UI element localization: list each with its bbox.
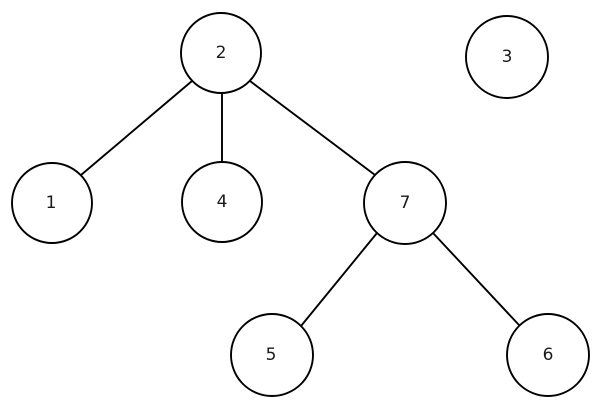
graph-node-5[interactable]: 5 [230, 313, 314, 397]
graph-node-4[interactable]: 4 [181, 161, 263, 243]
node-circle-2[interactable] [180, 12, 262, 94]
graph-edge-7-6 [432, 232, 520, 326]
graph-edge-2-1 [80, 80, 193, 176]
graph-edge-7-5 [300, 232, 378, 327]
node-circle-3[interactable] [465, 15, 549, 99]
graph-edge-2-7 [249, 80, 376, 176]
edge-layer [80, 80, 520, 327]
node-circle-4[interactable] [181, 161, 263, 243]
graph-node-7[interactable]: 7 [363, 161, 447, 245]
node-circle-6[interactable] [506, 313, 590, 397]
graph-node-3[interactable]: 3 [465, 15, 549, 99]
graph-node-2[interactable]: 2 [180, 12, 262, 94]
graph-node-6[interactable]: 6 [506, 313, 590, 397]
node-circle-7[interactable] [363, 161, 447, 245]
graph-node-1[interactable]: 1 [11, 162, 93, 244]
node-circle-5[interactable] [230, 313, 314, 397]
node-circle-1[interactable] [11, 162, 93, 244]
node-layer: 2 3 1 4 75 6 [11, 12, 590, 397]
